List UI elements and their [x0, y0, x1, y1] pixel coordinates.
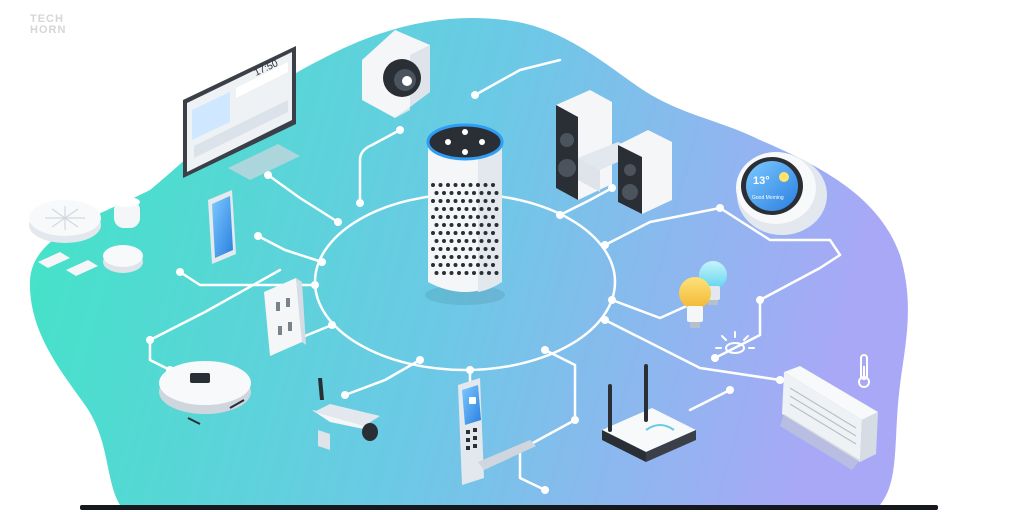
display-temperature: 13°: [753, 175, 770, 187]
link-tv: [266, 173, 340, 224]
light-sensor-icon: [715, 331, 755, 354]
smart-speaker: [425, 123, 505, 305]
link-right-loop: [713, 206, 842, 360]
cctv-camera: [312, 378, 380, 450]
security-camera: [362, 30, 430, 118]
robot-vacuum: [159, 361, 251, 425]
link-sensors: [178, 270, 317, 287]
display-status: Good Morning: [752, 195, 784, 201]
link-top-right: [473, 58, 562, 97]
smart-tv: 17:50: [183, 46, 300, 180]
link-camera: [358, 128, 402, 205]
floor-line: [80, 505, 938, 510]
link-phone: [256, 234, 324, 264]
smart-display: 13° Good Morning: [736, 152, 827, 235]
smartphone: [208, 190, 236, 264]
sensor-kit: [29, 197, 143, 276]
watermark-logo: TECH HORN: [30, 13, 67, 36]
link-display: [603, 206, 722, 247]
link-bottom-right: [688, 388, 732, 412]
air-conditioner: [780, 366, 878, 470]
thermometer-icon: [858, 354, 870, 388]
wifi-router: [602, 364, 696, 462]
wall-outlet: [264, 278, 306, 356]
link-router: [518, 348, 577, 492]
smart-lock: [458, 378, 536, 485]
speaker-grille: [431, 183, 499, 275]
link-cctv: [343, 358, 422, 397]
speaker-system: [556, 90, 672, 214]
link-speakers: [558, 186, 614, 217]
link-ac: [603, 318, 782, 382]
smart-bulbs: [679, 261, 727, 328]
